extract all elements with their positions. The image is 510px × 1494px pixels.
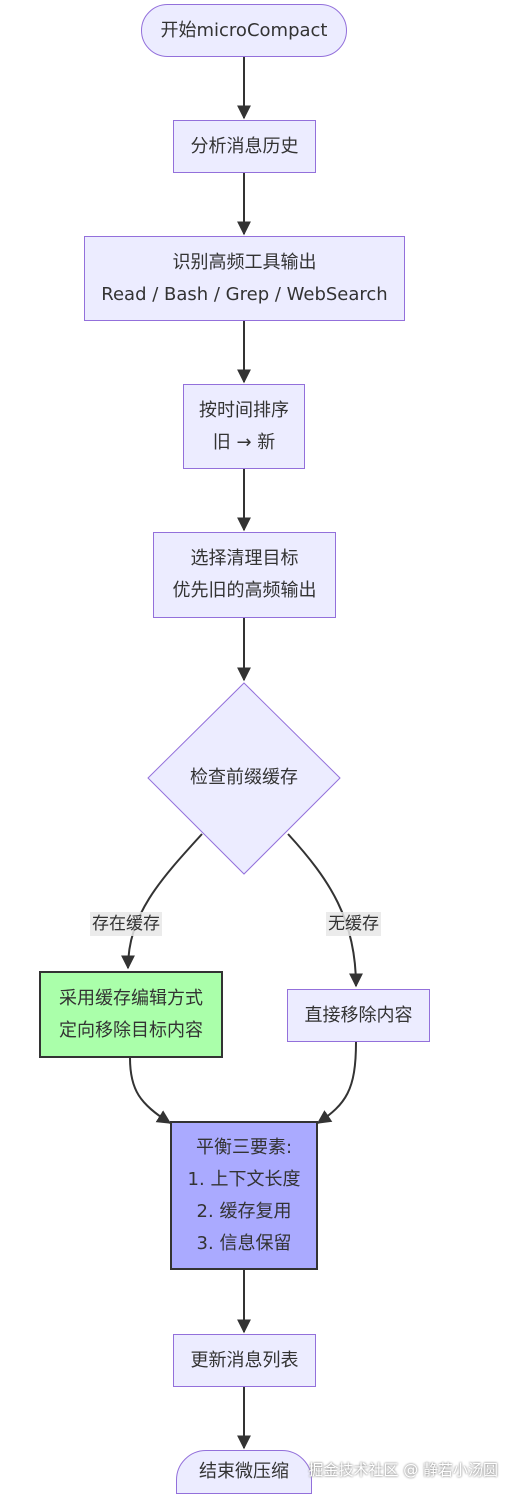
node-update-label: 更新消息列表 — [190, 1349, 299, 1371]
edge-check-cached — [121, 833, 203, 970]
edge-label-has-cache: 存在缓存 — [90, 912, 162, 936]
node-update: 更新消息列表 — [173, 1334, 316, 1387]
node-balance-line3: 2. 缓存复用 — [196, 1200, 292, 1222]
node-identify-line2: Read / Bash / Grep / WebSearch — [101, 283, 388, 305]
node-analyze-label: 分析消息历史 — [190, 135, 299, 157]
node-end-label: 结束微压缩 — [199, 1461, 289, 1482]
decision-diamond — [147, 682, 341, 875]
node-select-line2: 优先旧的高频输出 — [172, 580, 317, 601]
node-start: 开始microCompact — [141, 4, 347, 57]
node-start-label: 开始microCompact — [160, 19, 328, 41]
edge-label-no-cache: 无缓存 — [326, 912, 381, 936]
node-end: 结束微压缩 — [176, 1450, 312, 1494]
node-select-line1: 选择清理目标 — [190, 548, 299, 569]
node-balance-line1: 平衡三要素: — [195, 1136, 293, 1158]
node-sort-line2: 旧 → 新 — [212, 431, 276, 453]
node-check-label: 检查前缀缓存 — [190, 767, 298, 788]
node-balance: 平衡三要素: 1. 上下文长度 2. 缓存复用 3. 信息保留 — [170, 1121, 318, 1270]
edge-cached-balance — [129, 1057, 172, 1124]
node-sort-line1: 按时间排序 — [199, 399, 289, 421]
node-sort: 按时间排序 旧 → 新 — [183, 384, 305, 469]
node-balance-line2: 1. 上下文长度 — [187, 1168, 301, 1190]
node-direct-remove: 直接移除内容 — [287, 989, 430, 1042]
node-cached-path: 采用缓存编辑方式 定向移除目标内容 — [39, 971, 223, 1058]
node-identify-line1: 识别高频工具输出 — [172, 251, 317, 273]
edge-check-direct — [287, 833, 363, 988]
node-direct-remove-label: 直接移除内容 — [304, 1004, 413, 1026]
node-cached-path-line2: 定向移除目标内容 — [59, 1019, 203, 1041]
node-balance-line4: 3. 信息保留 — [196, 1232, 292, 1254]
node-select: 选择清理目标 优先旧的高频输出 — [153, 532, 336, 618]
node-cached-path-line1: 采用缓存编辑方式 — [59, 987, 203, 1009]
watermark: 掘金技术社区 @ 静若小汤圆 — [308, 1461, 498, 1479]
node-analyze: 分析消息历史 — [173, 120, 316, 173]
node-identify: 识别高频工具输出 Read / Bash / Grep / WebSearch — [84, 236, 405, 321]
edge-direct-balance — [316, 1041, 357, 1124]
